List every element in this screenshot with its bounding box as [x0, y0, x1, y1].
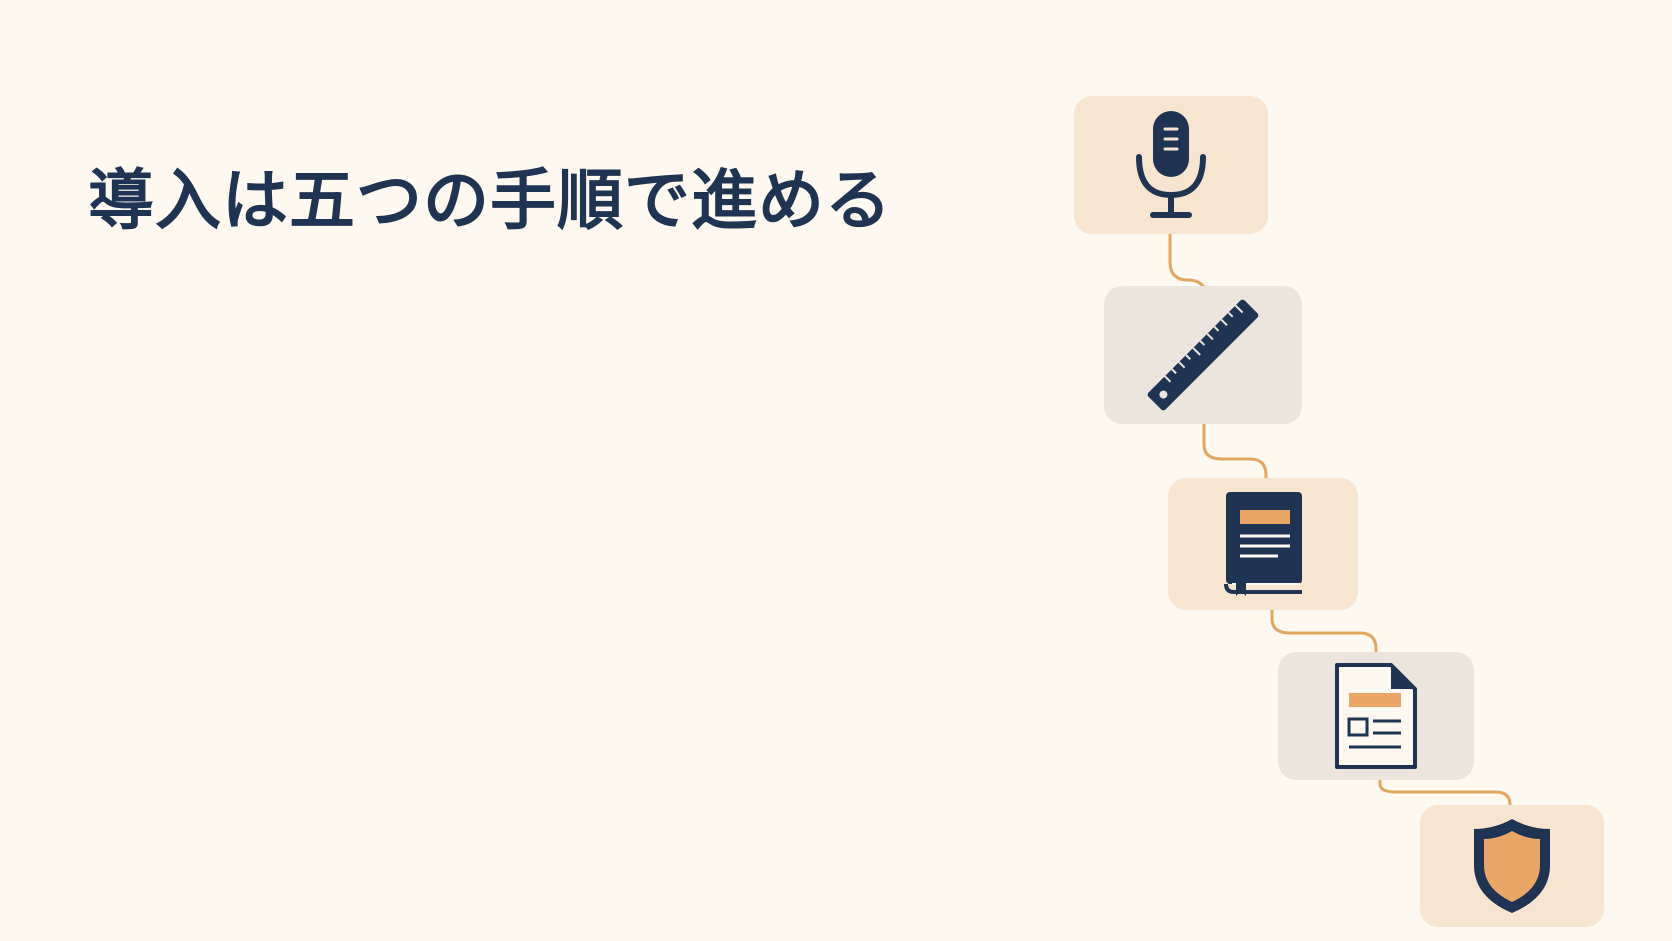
- step-card-record: [1074, 96, 1268, 234]
- step-card-measure: [1104, 286, 1302, 424]
- step-card-document: [1278, 652, 1474, 780]
- connector-4-5: [1378, 778, 1512, 807]
- step-card-secure: [1420, 805, 1604, 927]
- book-icon: [1222, 490, 1304, 598]
- document-icon: [1333, 661, 1419, 771]
- connector-2-3: [1202, 422, 1268, 480]
- connector-3-4: [1270, 608, 1378, 654]
- shield-icon: [1470, 815, 1554, 917]
- page-title: 導入は五つの手順で進める: [88, 161, 892, 239]
- step-card-manual: [1168, 478, 1358, 610]
- microphone-icon: [1131, 107, 1211, 223]
- ruler-icon: [1143, 295, 1263, 415]
